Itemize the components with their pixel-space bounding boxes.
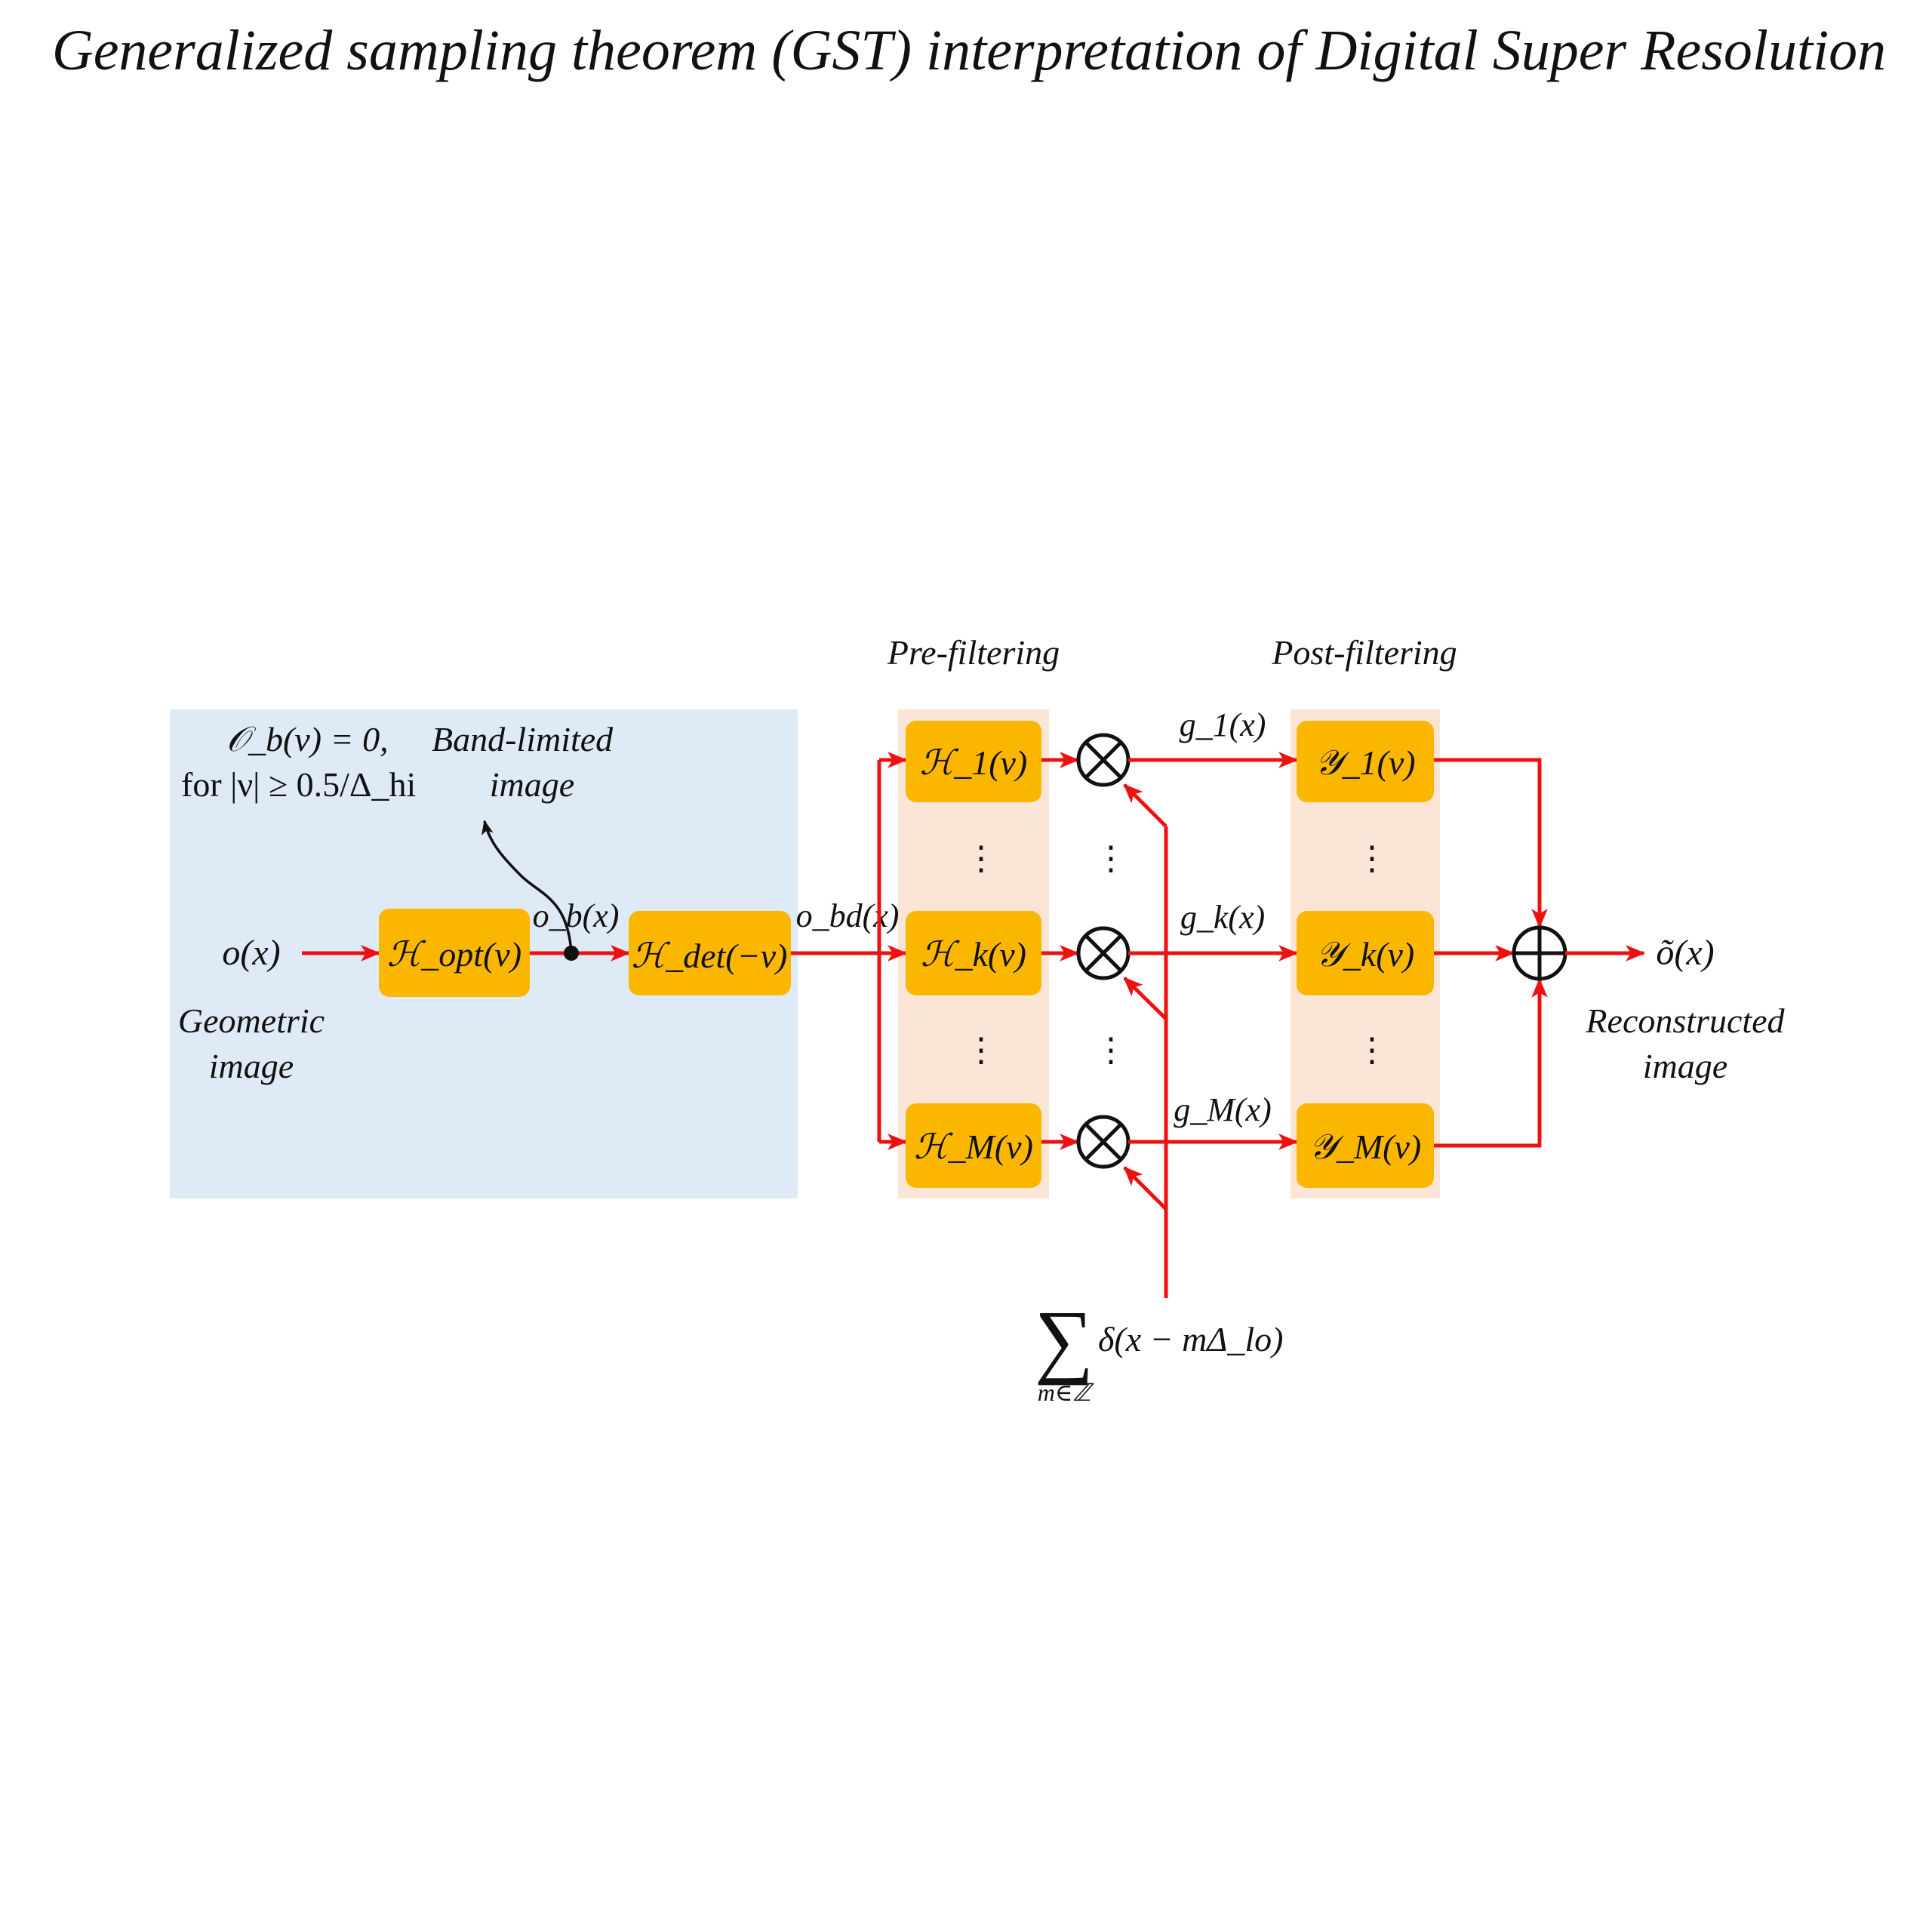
wire-comb-to-mult-m [1123,1166,1168,1211]
condition-range: for |ν| ≥ 0.5/Δ_hi [181,765,416,804]
pre-filter-block-k [906,911,1041,995]
channel-signal-label-1: g_1(x) [1180,706,1266,743]
geometric-image-label-2: image [209,1047,294,1085]
input-signal-label: o(x) [222,933,280,973]
post-filter-label-1: 𝒴_1(ν) [1315,743,1415,782]
wire-post-m-to-sum [1434,977,1548,1148]
ellipsis-pre-2: ⋮ [964,1032,998,1069]
sum-operator [1512,925,1567,981]
channel-signal-label-m: g_M(x) [1174,1091,1272,1128]
optics-block [379,909,530,997]
detector-block-label: ℋ_det(−ν) [632,937,788,975]
detected-signal-label: o_bd(x) [796,897,900,934]
band-limited-pointer [481,820,573,953]
post-filter-block-1 [1297,721,1434,802]
post-filtering-label: Post-filtering [1271,633,1457,672]
pre-filter-block-m [906,1103,1041,1188]
optics-block-label: ℋ_opt(ν) [387,935,521,974]
ellipsis-post-2: ⋮ [1355,1032,1389,1069]
ellipsis-mult-1: ⋮ [1094,840,1128,877]
ellipsis-pre-1: ⋮ [964,840,998,877]
pre-filter-label-k: ℋ_k(ν) [921,935,1026,974]
detector-block [629,911,791,995]
output-signal-label: õ(x) [1656,933,1714,973]
sampling-sum-symbol: ∑ [1035,1294,1094,1386]
sampling-term: δ(x − mΔ_lo) [1098,1320,1283,1358]
condition-equation: 𝒪_b(ν) = 0, [226,720,389,758]
post-filter-block-k [1297,911,1434,995]
geometric-image-label: Geometric [178,1001,325,1040]
ellipsis-post-1: ⋮ [1355,840,1389,877]
post-filter-label-m: 𝒴_M(ν) [1309,1128,1421,1166]
pre-filter-block-1 [906,721,1041,802]
multiply-operator-1 [1076,733,1131,787]
wire-post-1-to-sum [1434,758,1548,929]
tap-point [564,946,579,961]
pre-filter-label-m: ℋ_M(ν) [914,1128,1033,1166]
reconstructed-image-label: Reconstructed [1585,1001,1785,1040]
multiply-operator-k [1076,926,1131,980]
multiply-operator-m [1076,1115,1131,1169]
post-filter-label-k: 𝒴_k(ν) [1316,935,1415,974]
figure-title: Generalized sampling theorem (GST) inter… [52,19,1886,82]
band-limited-label: Band-limited [432,720,614,758]
post-filter-block-m [1297,1103,1434,1188]
pre-filtering-label: Pre-filtering [887,633,1060,672]
sampling-index: m∈ℤ [1038,1379,1094,1406]
ellipsis-mult-2: ⋮ [1094,1032,1128,1069]
reconstructed-image-label-2: image [1643,1047,1727,1085]
pre-filter-label-1: ℋ_1(ν) [920,743,1028,782]
wire-comb-to-mult-1 [1123,783,1168,828]
wire-comb-to-mult-k [1123,977,1168,1020]
channel-signal-label-k: g_k(x) [1180,899,1265,936]
band-limited-signal-label: o_b(x) [533,897,620,934]
band-limited-label-2: image [490,765,574,804]
